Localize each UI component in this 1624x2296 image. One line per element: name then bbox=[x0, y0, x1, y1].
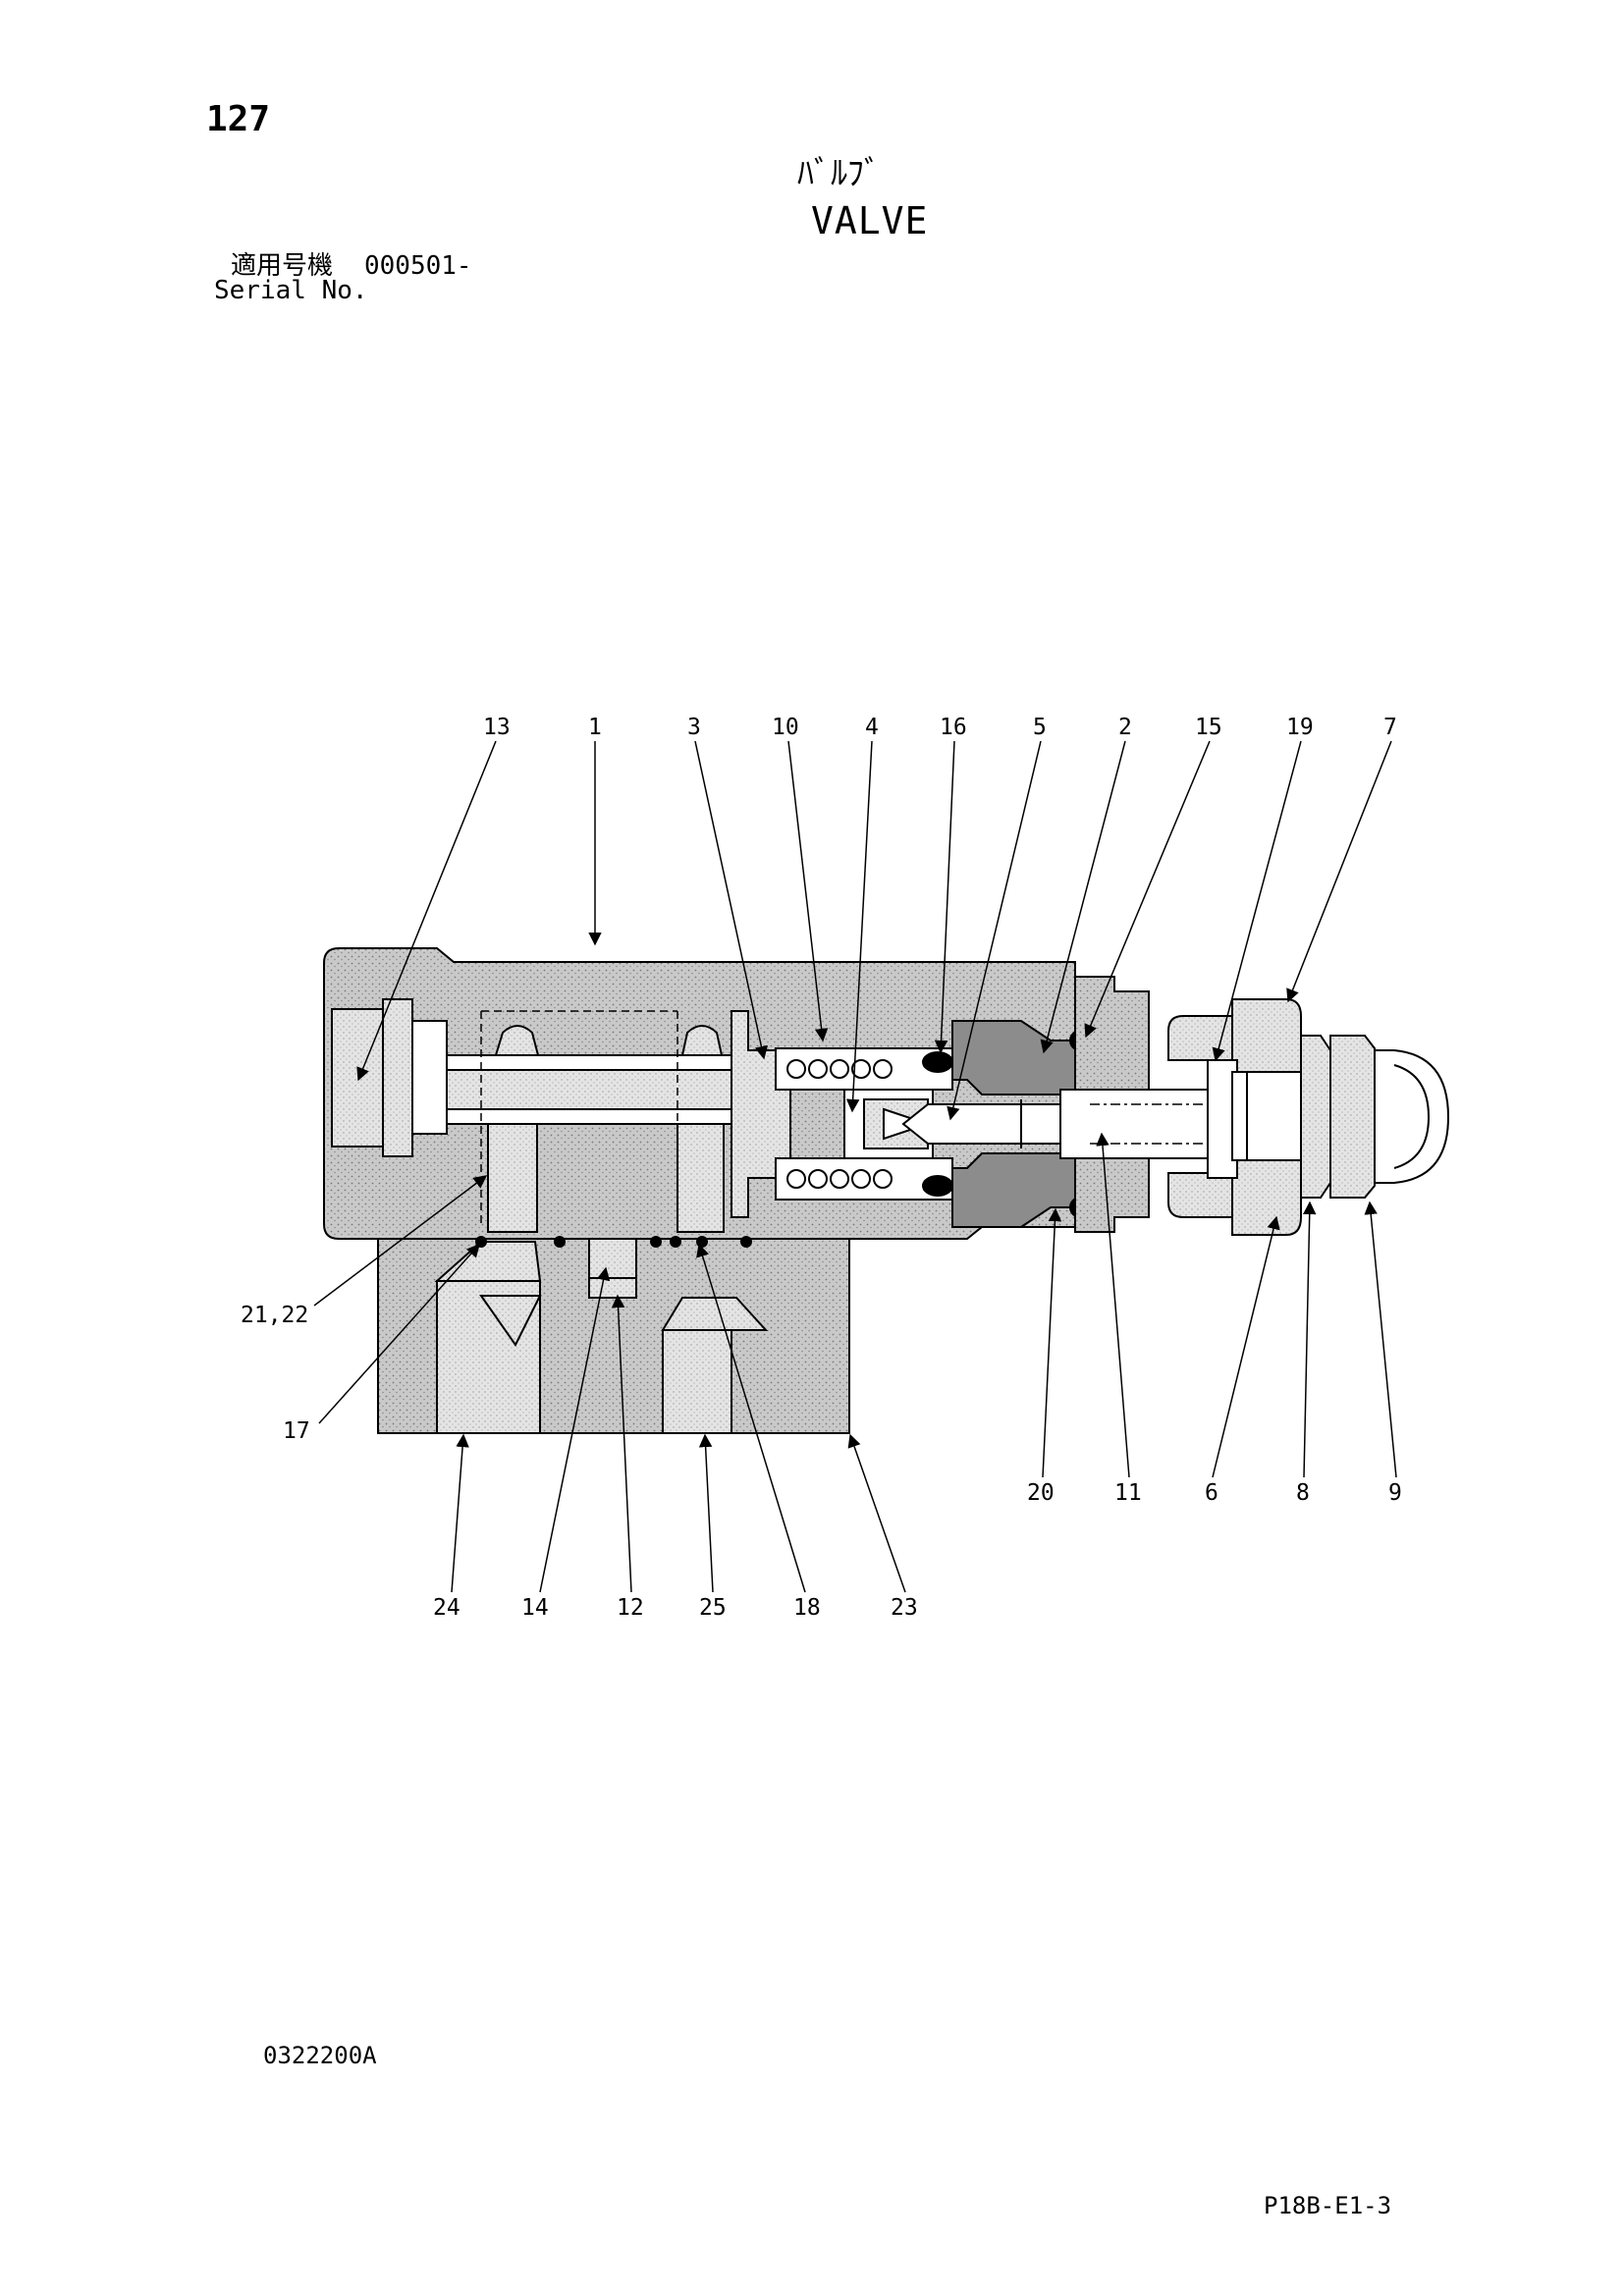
spring-10 bbox=[775, 1047, 953, 1201]
serial-number-value: 000501- bbox=[364, 251, 472, 281]
callout-labels: 13 1 3 10 4 16 5 2 15 19 7 21,22 17 20 1… bbox=[241, 715, 1402, 1621]
callout-2: 2 bbox=[1118, 715, 1132, 740]
title-japanese: ﾊﾞﾙﾌﾞ bbox=[797, 154, 881, 193]
drawing-code: 0322200A bbox=[263, 2042, 377, 2069]
callout-3: 3 bbox=[687, 715, 701, 740]
plug-13 bbox=[331, 998, 448, 1157]
callout-17: 17 bbox=[283, 1418, 310, 1444]
page-number: 127 bbox=[206, 99, 271, 139]
callout-20: 20 bbox=[1027, 1480, 1055, 1506]
adjusting-screw bbox=[1231, 1035, 1450, 1199]
callout-10: 10 bbox=[772, 715, 799, 740]
callout-13: 13 bbox=[483, 715, 511, 740]
callout-4: 4 bbox=[865, 715, 879, 740]
callout-16: 16 bbox=[940, 715, 967, 740]
callout-5: 5 bbox=[1033, 715, 1047, 740]
callout-15: 15 bbox=[1195, 715, 1222, 740]
callout-23: 23 bbox=[891, 1595, 918, 1621]
callout-24: 24 bbox=[433, 1595, 460, 1621]
serial-label-japanese: 適用号機 bbox=[231, 251, 334, 281]
callout-19: 19 bbox=[1286, 715, 1314, 740]
leader-lines bbox=[313, 740, 1397, 1593]
callout-14: 14 bbox=[521, 1595, 549, 1621]
callout-12: 12 bbox=[617, 1595, 644, 1621]
callout-9: 9 bbox=[1388, 1480, 1402, 1506]
callout-11: 11 bbox=[1114, 1480, 1142, 1506]
base-block bbox=[377, 1238, 850, 1434]
callout-21-22: 21,22 bbox=[241, 1303, 308, 1328]
page-reference: P18B-E1-3 bbox=[1264, 2192, 1392, 2219]
callout-1: 1 bbox=[588, 715, 602, 740]
title-english: VALVE bbox=[811, 199, 929, 242]
callout-18: 18 bbox=[793, 1595, 821, 1621]
callout-25: 25 bbox=[699, 1595, 727, 1621]
callout-7: 7 bbox=[1383, 715, 1397, 740]
callout-6: 6 bbox=[1205, 1480, 1218, 1506]
serial-label-english: Serial No. bbox=[214, 276, 368, 305]
callout-8: 8 bbox=[1296, 1480, 1310, 1506]
